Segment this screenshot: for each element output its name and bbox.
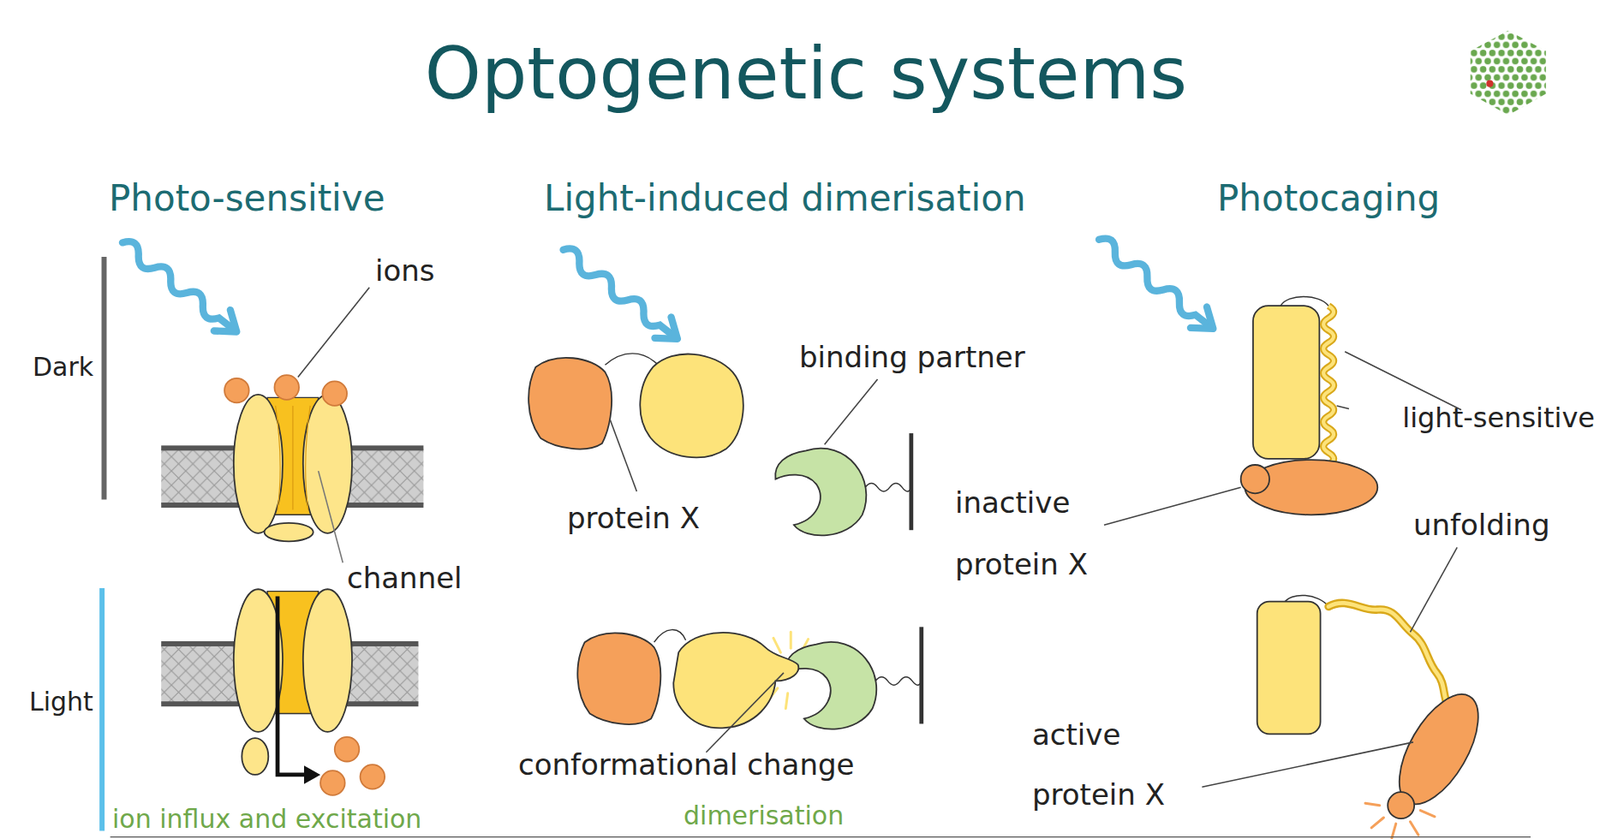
part-label: binding partner [799, 340, 1026, 376]
part-label: unfolding [1413, 507, 1550, 544]
part-label: conformational change [518, 747, 855, 783]
caption-label: ion influx and excitation [112, 804, 422, 836]
part-label: protein X [567, 501, 700, 537]
caption-label: dimerisation [683, 800, 844, 832]
part-label: light-sensitive [1402, 401, 1595, 435]
section-heading: Photocaging [1217, 177, 1440, 221]
section-heading: Light-induced dimerisation [543, 177, 1027, 221]
part-label: channel [346, 561, 463, 597]
part-label: inactive protein X [955, 471, 1131, 596]
state-label: Dark [32, 352, 94, 383]
part-label: ions [375, 253, 436, 289]
diagram-title: Optogenetic systems [424, 30, 1188, 118]
part-label: active protein X [1032, 704, 1208, 825]
state-label: Light [29, 686, 94, 718]
section-heading: Photo-sensitive [108, 177, 385, 221]
